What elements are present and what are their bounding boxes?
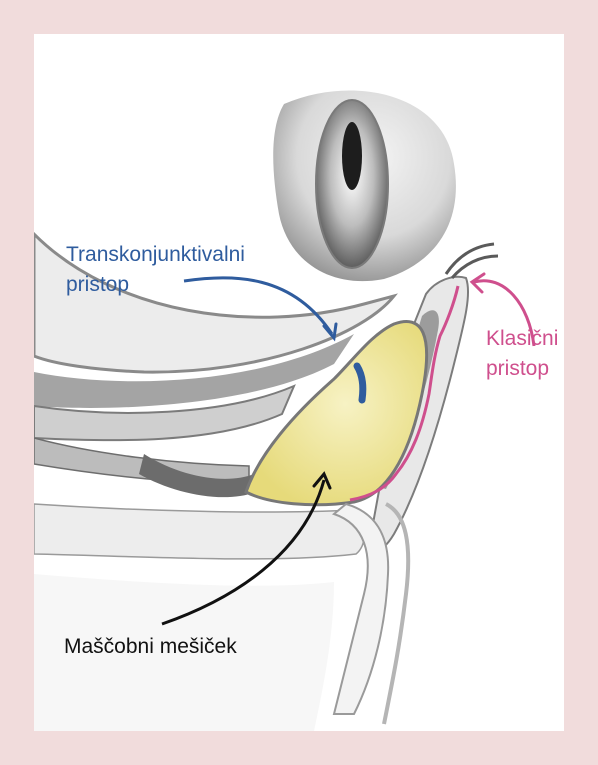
label-fat-pad: Maščobni mešiček <box>64 632 237 662</box>
label-transconjunctival-approach: Transkonjunktivalni pristop <box>66 240 245 300</box>
arrow-head-classic <box>472 274 484 292</box>
figure-frame: Transkonjunktivalni pristop Klasični pri… <box>34 34 564 731</box>
label-classic-approach: Klasični pristop <box>486 324 558 384</box>
pupil <box>342 122 362 190</box>
deep-tissue <box>34 438 249 484</box>
eyelid-cross-section-illustration <box>34 34 564 731</box>
eyelashes <box>446 244 498 278</box>
lower-tissue <box>34 504 364 559</box>
